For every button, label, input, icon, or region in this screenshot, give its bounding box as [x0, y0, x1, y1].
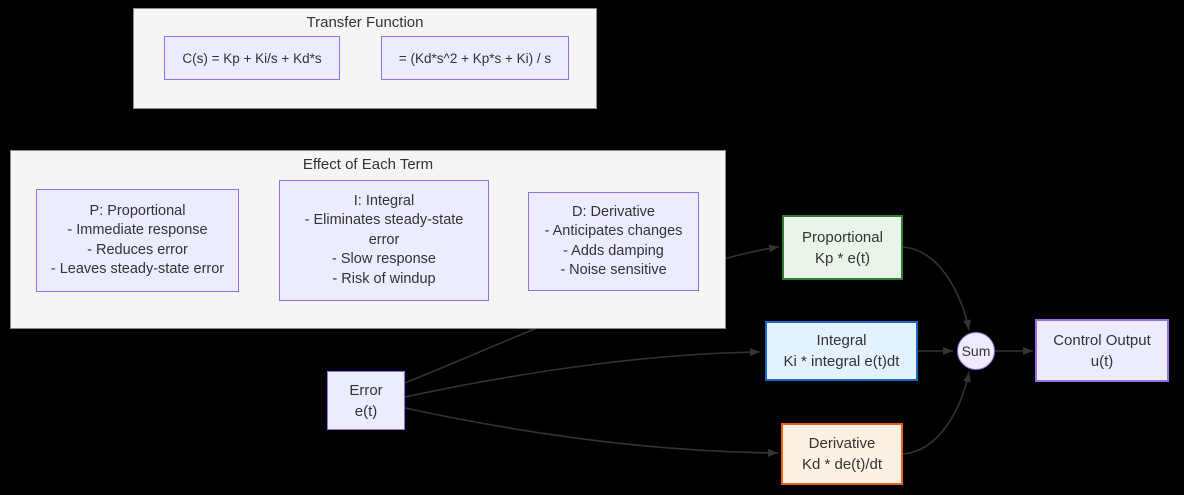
derivative-term-box: D: Derivative - Anticipates changes - Ad…: [528, 192, 699, 291]
term-line: - Adds damping: [563, 242, 664, 259]
cluster-transfer-function: Transfer Function C(s) = Kp + Ki/s + Kd*…: [133, 8, 597, 109]
term-line: - Noise sensitive: [560, 262, 667, 278]
term-line: - Risk of windup: [332, 270, 436, 287]
term-line: P: Proportional: [89, 202, 186, 219]
node-title: Proportional: [802, 228, 883, 246]
node-title: Derivative: [808, 435, 876, 452]
node-title: Error: [349, 381, 383, 399]
node-integral: Integral Ki * integral e(t)dt: [765, 321, 918, 381]
term-line: - Eliminates steady-state: [304, 212, 464, 229]
node-sum: Sum: [957, 332, 995, 370]
term-line: error: [368, 231, 400, 248]
node-subtitle: Kd * de(t)/dt: [801, 456, 883, 473]
term-line: I: Integral: [353, 192, 415, 209]
node-proportional: Proportional Kp * e(t): [782, 215, 903, 280]
term-line: - Anticipates changes: [544, 223, 683, 239]
edge-proportional-to-sum: [902, 246, 971, 331]
node-subtitle: Kp * e(t): [814, 249, 871, 267]
node-error: Error e(t): [327, 371, 405, 430]
term-line: - Leaves steady-state error: [50, 261, 225, 277]
cluster-effect-of-each-term: Effect of Each Term P: Proportional - Im…: [10, 150, 726, 329]
node-subtitle: Ki * integral e(t)dt: [783, 353, 900, 370]
node-title: Control Output: [1053, 331, 1151, 349]
node-subtitle: u(t): [1090, 352, 1114, 370]
formula-text: C(s) = Kp + Ki/s + Kd*s: [182, 50, 322, 66]
node-title: Sum: [961, 342, 991, 359]
transfer-function-formula-2: = (Kd*s^2 + Kp*s + Ki) / s: [381, 36, 569, 80]
cluster-transfer-function-title: Transfer Function: [306, 14, 424, 31]
term-line: D: Derivative: [572, 203, 655, 220]
transfer-function-formula-1: C(s) = Kp + Ki/s + Kd*s: [164, 36, 340, 80]
edge-error-to-integral: [404, 348, 761, 398]
node-control-output: Control Output u(t): [1035, 319, 1169, 382]
cluster-effect-of-each-term-title: Effect of Each Term: [302, 156, 434, 173]
proportional-term-box: P: Proportional - Immediate response - R…: [36, 189, 239, 292]
term-line: - Slow response: [332, 251, 436, 268]
formula-text: = (Kd*s^2 + Kp*s + Ki) / s: [398, 50, 552, 66]
node-derivative: Derivative Kd * de(t)/dt: [781, 423, 903, 485]
node-subtitle: e(t): [354, 402, 378, 420]
term-line: - Immediate response: [67, 222, 208, 238]
edge-derivative-to-sum: [902, 371, 971, 455]
node-title: Integral: [816, 332, 867, 349]
term-line: - Reduces error: [87, 241, 188, 258]
edge-error-to-derivative: [404, 407, 779, 457]
integral-term-box: I: Integral - Eliminates steady-state er…: [279, 180, 489, 301]
